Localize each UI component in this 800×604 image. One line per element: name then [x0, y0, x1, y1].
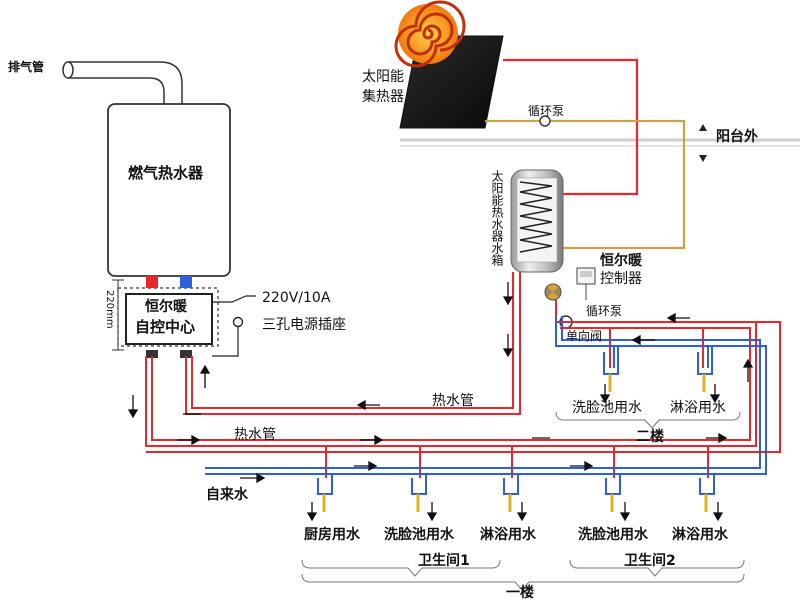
solar-collector-label-2: 集热器	[362, 89, 404, 105]
control-center-label-2: 自控中心	[135, 318, 196, 336]
balcony-outside-label: 阳台外	[716, 129, 758, 145]
hot-pipe-lower-label: 热水管	[234, 427, 276, 443]
hot-water-pipes	[145, 272, 757, 478]
control-center-box	[125, 293, 213, 345]
sun-icon	[394, 0, 466, 68]
fixture-lower-2: 洗脸池用水	[384, 527, 454, 543]
fixture-upper-2: 淋浴用水	[670, 400, 726, 416]
tank-pump-icon	[544, 283, 562, 301]
fixture-upper-1: 洗脸池用水	[572, 400, 642, 416]
tank-pump-label: 循环泵	[586, 304, 623, 318]
flow-arrows	[127, 282, 754, 522]
solar-loop	[485, 58, 686, 250]
tap-water-label: 自来水	[206, 487, 248, 503]
fixture-outlets	[322, 374, 708, 512]
dimension-bracket	[112, 279, 124, 351]
hot-pipe-upper-label: 热水管	[432, 393, 474, 409]
solar-tank-label: 太阳能热水器水箱	[490, 170, 504, 266]
fixture-lower-3: 淋浴用水	[480, 527, 536, 543]
exhaust-pipe-label: 排气管	[8, 60, 45, 74]
solar-tank	[510, 169, 564, 273]
solar-collector-label-1: 太阳能	[362, 69, 404, 85]
power-socket-icon	[232, 316, 244, 328]
fixture-lower-4: 洗脸池用水	[578, 527, 648, 543]
floor-brackets	[301, 411, 745, 591]
control-center-label-1: 恒尔暖	[145, 299, 187, 315]
bathroom2-label: 卫生间2	[624, 553, 676, 569]
power-socket-label: 三孔电源插座	[262, 317, 346, 333]
solar-pump-label: 循环泵	[528, 104, 565, 118]
bathroom1-label: 卫生间1	[418, 553, 470, 569]
solar-pump-icon	[539, 115, 551, 127]
second-floor-label: 二楼	[636, 429, 664, 445]
gas-heater-label: 燃气热水器	[128, 164, 204, 182]
fixture-lower-5: 淋浴用水	[672, 527, 728, 543]
gas-heater-body	[107, 103, 231, 277]
dimension-label: 220mm	[104, 290, 115, 329]
power-spec-label: 220V/10A	[262, 290, 331, 306]
power-cable	[212, 295, 256, 357]
heater-connectors	[146, 276, 192, 358]
exhaust-pipe	[62, 61, 183, 106]
check-valve-label: 单向阀	[566, 329, 603, 343]
first-floor-label: 一楼	[506, 585, 534, 601]
controller-device	[576, 267, 596, 300]
controller-label-2: 控制器	[600, 271, 642, 287]
control-center-outline	[117, 287, 219, 347]
balcony-wall	[400, 124, 800, 162]
fixture-lower-1: 厨房用水	[304, 527, 360, 543]
controller-label-1: 恒尔暖	[600, 253, 642, 269]
